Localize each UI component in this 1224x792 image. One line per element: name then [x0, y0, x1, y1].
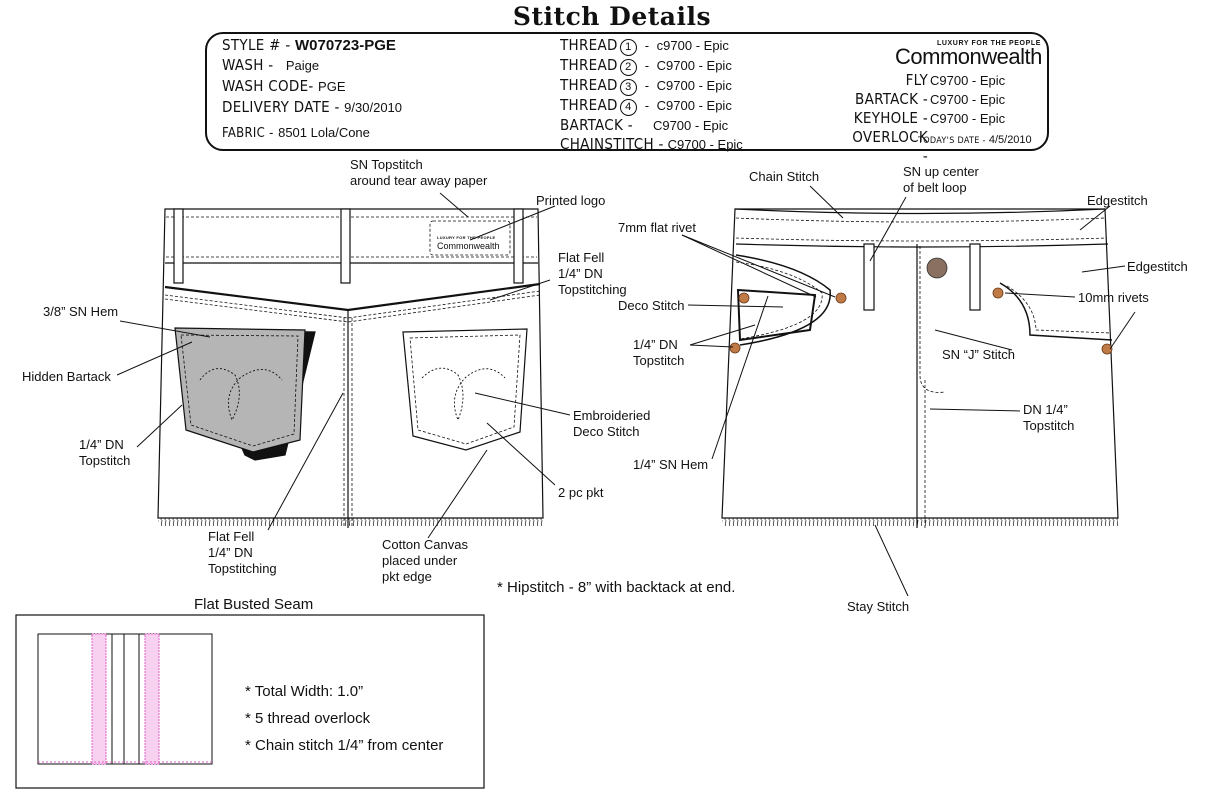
label-10mm-rivets: 10mm rivets	[1078, 290, 1149, 305]
wash-value: Paige	[285, 58, 320, 73]
wash-code-label: Wash Code-	[222, 77, 314, 95]
wash-label: Wash -	[222, 56, 274, 74]
thread-value: c9700 - Epic	[656, 38, 729, 53]
label-dn-topstitch-back: 1/4” DN Topstitch	[79, 437, 131, 468]
label-sn-hem: 3/8” SN Hem	[43, 304, 119, 319]
style-label: Style # -	[222, 36, 291, 54]
delivery-label: Delivery Date -	[222, 98, 340, 116]
todays-date-value: 4/5/2010	[988, 134, 1032, 146]
pocket-logo: LUXURY FOR THE PEOPLE Commonwealth	[437, 234, 500, 251]
label-hidden-bartack: Hidden Bartack	[22, 369, 111, 384]
bartack-value: C9700 - Epic	[652, 118, 729, 133]
delivery-value: 9/30/2010	[344, 100, 403, 115]
bartack-label: Bartack -	[560, 116, 633, 134]
label-printed-logo: Printed logo	[536, 193, 606, 208]
seam-note: * Chain stitch 1/4” from center	[245, 737, 444, 754]
button-icon	[926, 257, 948, 279]
front-view-skirt	[721, 208, 1119, 528]
todays-date-label: Today's Date -	[918, 136, 986, 146]
label-flat-rivet: 7mm flat rivet	[618, 220, 697, 235]
thread-row: Thread3- C9700 - Epic	[560, 76, 732, 96]
label-sn-hem-front: 1/4” SN Hem	[633, 457, 709, 472]
todays-date-row: Today's Date - 4/5/2010	[918, 134, 1032, 146]
page-title: Stitch Details	[512, 2, 712, 31]
leader-lines	[116, 185, 1136, 597]
fabric-row: Fabric - 8501 Lola/Cone	[222, 124, 370, 142]
thread-label: Thread	[560, 36, 618, 54]
thread-number: 4	[619, 99, 637, 116]
style-value: W070723-PGE	[295, 37, 396, 54]
thread-number: 2	[619, 59, 637, 76]
wash-row: Wash - Paige	[222, 56, 319, 75]
delivery-row: Delivery Date - 9/30/2010	[222, 98, 402, 117]
right-spec-values: C9700 - Epic C9700 - Epic C9700 - Epic	[930, 71, 1005, 128]
thread-row: Thread1- c9700 - Epic	[560, 36, 729, 56]
wash-code-value: PGE	[318, 79, 346, 94]
style-row: Style # - W070723-PGE	[222, 36, 396, 55]
keyhole-value: C9700 - Epic	[930, 92, 1006, 107]
chainstitch-value: C9700 - Epic	[667, 137, 743, 153]
label-embroidered: Embroideried Deco Stitch	[573, 408, 651, 439]
rivet-icon	[992, 287, 1004, 299]
back-view-skirt	[157, 208, 544, 528]
rivet-icon	[729, 342, 741, 354]
thread-list: Thread1- c9700 - Epic Thread2- C9700 - E…	[560, 36, 743, 155]
fly-bartack-label: Fly Bartack -	[855, 71, 928, 108]
thread-row: Thread2- C9700 - Epic	[560, 56, 732, 76]
overlock-label: Overlock -	[852, 128, 928, 165]
label-dn-topstitch-front: 1/4” DN Topstitch	[633, 337, 685, 368]
thread-number: 3	[619, 79, 637, 96]
keyhole-label: Keyhole -	[853, 109, 928, 127]
label-edgestitch-2: Edgestitch	[1127, 259, 1188, 274]
label-stay-stitch: Stay Stitch	[847, 599, 910, 614]
thread-row: Thread4- C9700 - Epic	[560, 96, 732, 116]
thread-value: C9700 - Epic	[656, 98, 732, 113]
flat-busted-seam-diagram	[15, 614, 485, 789]
label-flat-fell-top: Flat Fell 1/4” DN Topstitching	[558, 250, 627, 297]
brand-logo: LUXURY FOR THE PEOPLE Commonwealth	[895, 40, 1042, 69]
label-edgestitch-1: Edgestitch	[1087, 193, 1148, 208]
label-2pc-pkt: 2 pc pkt	[558, 485, 604, 500]
pocket-logo-tagline: LUXURY FOR THE PEOPLE	[437, 235, 496, 240]
thread-number: 1	[619, 39, 637, 56]
wash-code-row: Wash Code- PGE	[222, 77, 346, 96]
right-spec-labels: Fly Bartack - Keyhole - Overlock -	[843, 71, 928, 166]
seam-notes: * Total Width: 1.0” * 5 thread overlock …	[245, 678, 443, 759]
thread-label: Thread	[560, 76, 618, 94]
rivet-icon	[738, 292, 750, 304]
label-sn-j-stitch: SN “J” Stitch	[942, 347, 1015, 362]
seam-note: * 5 thread overlock	[245, 710, 371, 727]
rivet-icon	[835, 292, 847, 304]
seam-title: Flat Busted Seam	[194, 596, 314, 613]
logo-tagline: LUXURY FOR THE PEOPLE	[937, 40, 1041, 47]
rivet-icon	[1101, 343, 1113, 355]
thread-label: Thread	[560, 96, 618, 114]
label-chain-stitch: Chain Stitch	[749, 169, 820, 184]
thread-value: C9700 - Epic	[656, 58, 732, 73]
label-deco-stitch: Deco Stitch	[618, 298, 685, 313]
fly-bartack-value: C9700 - Epic	[930, 73, 1006, 88]
thread-label: Thread	[560, 56, 618, 74]
overlock-value: C9700 - Epic	[930, 111, 1006, 126]
label-dn-14-topstitch: DN 1/4” Topstitch	[1023, 402, 1075, 433]
pocket-logo-name: Commonwealth	[437, 241, 500, 251]
logo-name: Commonwealth	[895, 44, 1042, 69]
fabric-value: 8501 Lola/Cone	[278, 125, 370, 140]
label-cotton-canvas: Cotton Canvas placed under pkt edge	[382, 537, 468, 584]
label-sn-up-center: SN up center of belt loop	[903, 164, 979, 195]
bartack-row: Bartack - C9700 - Epic	[560, 116, 743, 135]
hipstitch-note: * Hipstitch - 8” with backtack at end.	[497, 579, 736, 596]
fabric-label: Fabric -	[222, 126, 274, 141]
thread-value: C9700 - Epic	[656, 78, 732, 93]
label-sn-topstitch: SN Topstitch around tear away paper	[350, 157, 488, 188]
seam-note: * Total Width: 1.0”	[245, 683, 364, 700]
spec-header-box	[205, 32, 1049, 151]
label-flat-fell-bottom: Flat Fell 1/4” DN Topstitching	[208, 529, 277, 576]
rivets	[729, 257, 1113, 355]
